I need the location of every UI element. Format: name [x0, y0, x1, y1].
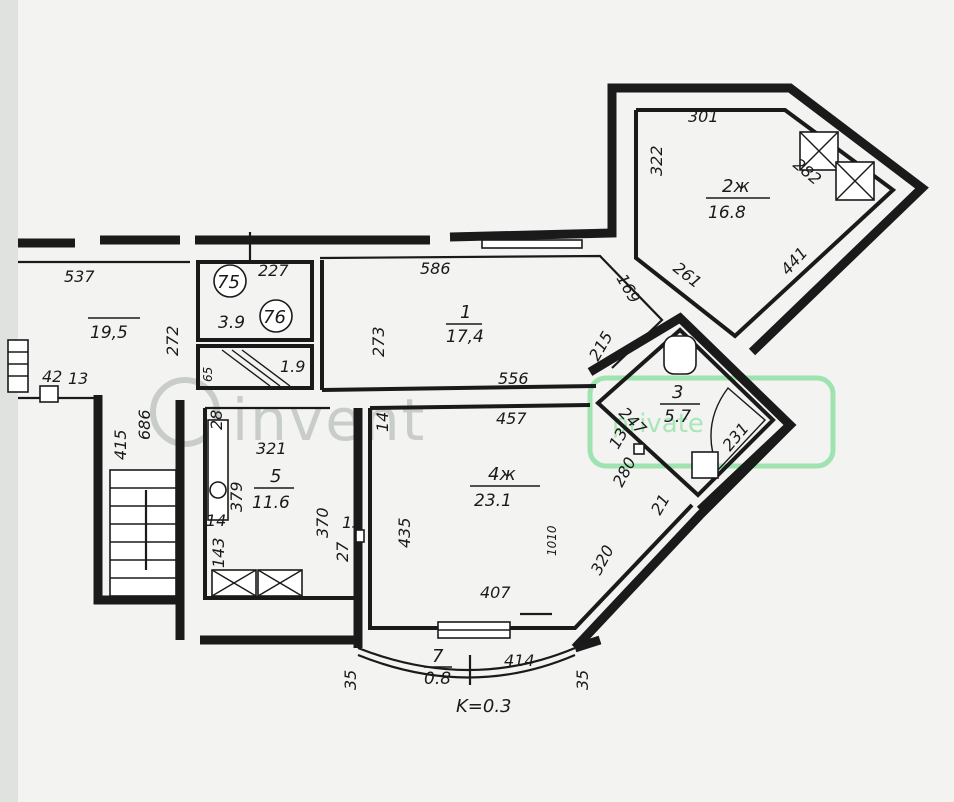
closet-hatch-c [241, 349, 291, 387]
dim-28: 28 [207, 410, 226, 430]
dim-370: 370 [313, 507, 332, 538]
balcony-arc-inner [357, 646, 576, 672]
room2-area: 16.8 [708, 203, 746, 223]
dim-301: 301 [688, 107, 719, 126]
kitchen-counter [207, 419, 229, 521]
room5-number: 5 [270, 466, 281, 487]
dim-65: 65 [201, 367, 215, 382]
coefficient-label: K=0.3 [456, 696, 512, 717]
wall-bottom-right-stub [573, 635, 602, 653]
dim-35-left: 35 [341, 670, 360, 690]
dim-457: 457 [496, 409, 527, 428]
bathroom-outlet [633, 443, 645, 455]
room3-area: 5.7 [664, 407, 691, 427]
hall-staircase [109, 469, 177, 597]
dim-273: 273 [369, 326, 388, 357]
dim-272: 272 [163, 325, 182, 356]
dim-414: 414 [504, 651, 535, 670]
dim-407: 407 [480, 583, 511, 602]
dim-14a: 14 [373, 412, 392, 432]
dim-321: 321 [256, 439, 287, 458]
closet-area: 1.9 [280, 357, 305, 376]
wc-area: 3.9 [218, 313, 245, 333]
dim-415: 415 [111, 429, 130, 460]
room4-number: 4ж [488, 464, 516, 485]
entrance-door-marker [39, 385, 59, 403]
hall-area: 19,5 [90, 323, 128, 343]
paper-edge [0, 0, 18, 802]
wall-kitchen [203, 408, 362, 600]
markers: 75 76 [213, 264, 293, 333]
vent-boxes [799, 131, 875, 201]
wall-room1-bottom [321, 384, 597, 392]
dim-42: 42 [42, 367, 62, 386]
room-labels: 1 17,4 2ж 16.8 3 5.7 4ж 23.1 5 11.6 7 0.… [88, 176, 770, 689]
dim-322: 322 [647, 145, 666, 176]
wall-hall-left [93, 395, 178, 605]
marker-76-label: 76 [263, 307, 286, 328]
wall-room4-outer-right [571, 421, 794, 652]
wall-closet [196, 344, 314, 390]
dim-379: 379 [227, 481, 246, 512]
marker-76 [259, 299, 293, 333]
wall-room4-left [368, 408, 438, 630]
dim-13a: 13 [68, 369, 88, 388]
window-top [481, 239, 583, 249]
hall-staircase-steps [110, 487, 176, 579]
room4-area: 23.1 [474, 491, 512, 511]
dim-13b: 13 [342, 513, 362, 532]
marker-75-label: 75 [217, 272, 240, 293]
dim-143: 143 [209, 537, 228, 568]
dim-14b: 14 [206, 511, 226, 530]
wall-room4-bottom-right [510, 503, 694, 630]
dim-27: 27 [333, 541, 352, 562]
dim-227: 227 [258, 261, 289, 280]
watermark-brand: invent [232, 386, 426, 454]
room5-area: 11.6 [252, 493, 290, 513]
room1-area: 17,4 [446, 327, 484, 347]
kitchen-sink-icon [209, 481, 227, 499]
dim-1010: 1010 [545, 525, 559, 556]
wall-room4-top [369, 403, 591, 410]
dim-556: 556 [498, 369, 529, 388]
room2-number: 2ж [722, 176, 750, 197]
dim-537: 537 [64, 267, 95, 286]
dimensions: 537 586 227 273 272 556 457 435 407 414 … [42, 107, 825, 690]
left-stairs [7, 339, 29, 393]
dim-435: 435 [395, 517, 414, 548]
kitchen-boxes [211, 569, 303, 597]
dim-686: 686 [135, 409, 154, 440]
wall-bedroom2-inner [634, 108, 897, 339]
wall-outlet [355, 529, 365, 543]
wall-wc [196, 260, 314, 342]
closet-hatch-b [231, 349, 281, 387]
sink-icon [691, 451, 719, 479]
watermark-logo-icon [150, 377, 220, 447]
room3-number: 3 [672, 382, 683, 403]
balcony-arc [357, 653, 576, 679]
dim-35-right: 35 [573, 670, 592, 690]
room7-area: 0.8 [424, 669, 451, 689]
closet-hatch-a [221, 349, 271, 387]
room1-number: 1 [460, 302, 471, 323]
walls [7, 83, 929, 685]
room7-number: 7 [432, 646, 444, 667]
marker-75 [213, 264, 247, 298]
wall-bathroom [595, 327, 776, 498]
toilet-icon [663, 335, 697, 375]
dim-586: 586 [420, 259, 451, 278]
watermark-tag: private [612, 409, 704, 439]
wall-top-right [449, 83, 929, 356]
